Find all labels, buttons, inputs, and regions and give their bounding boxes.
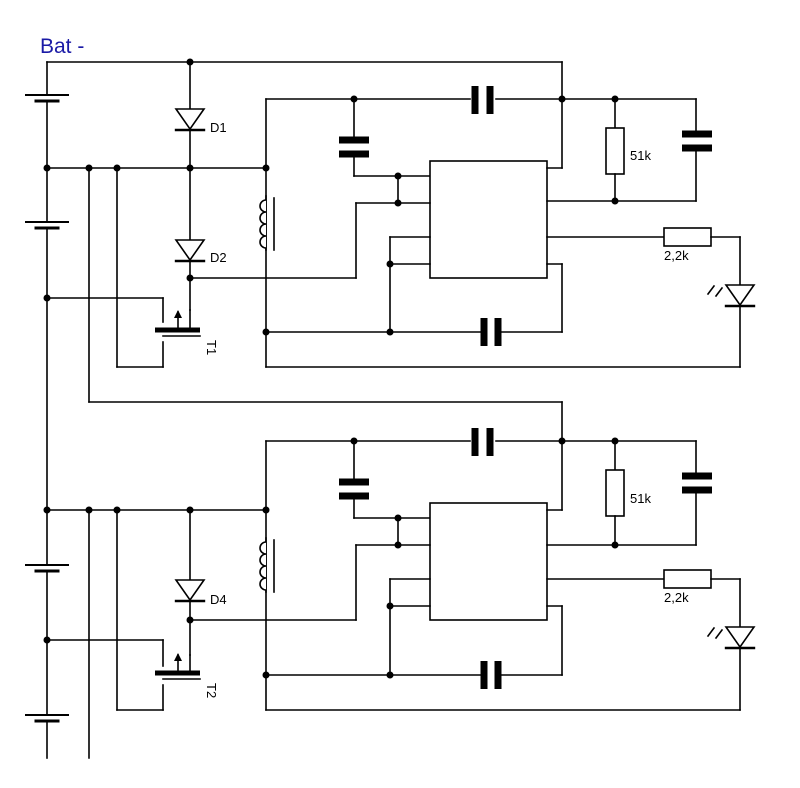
resistor-2k2-top <box>663 227 712 247</box>
resistor-51k-top <box>605 127 625 175</box>
inductor-bottom <box>259 537 275 593</box>
label-d1: D1 <box>210 120 227 135</box>
led-bottom <box>706 626 756 650</box>
battery-stack <box>25 61 90 759</box>
label-t1: T1 <box>204 340 219 355</box>
top-circuit: D1 D2 T1 <box>43 58 756 403</box>
diode-d4 <box>174 579 206 603</box>
bottom-circuit: D4 T2 <box>43 428 756 711</box>
transistor-t1 <box>46 297 201 337</box>
ic-top <box>429 160 548 279</box>
label-51k-top: 51k <box>630 148 651 163</box>
label-d2: D2 <box>210 250 227 265</box>
led-top <box>706 284 756 308</box>
label-d4: D4 <box>210 592 227 607</box>
inductor-top <box>259 195 275 251</box>
label-t2: T2 <box>204 683 219 698</box>
resistor-51k-bottom <box>605 469 625 517</box>
label-2k2-top: 2,2k <box>664 248 689 263</box>
label-2k2-bottom: 2,2k <box>664 590 689 605</box>
diode-d1 <box>174 108 206 132</box>
transistor-t2 <box>46 639 201 680</box>
bat-minus-label: Bat - <box>40 35 84 58</box>
label-51k-bottom: 51k <box>630 491 651 506</box>
diode-d2 <box>174 239 206 263</box>
ic-bottom <box>429 502 548 621</box>
resistor-2k2-bottom <box>663 569 712 589</box>
